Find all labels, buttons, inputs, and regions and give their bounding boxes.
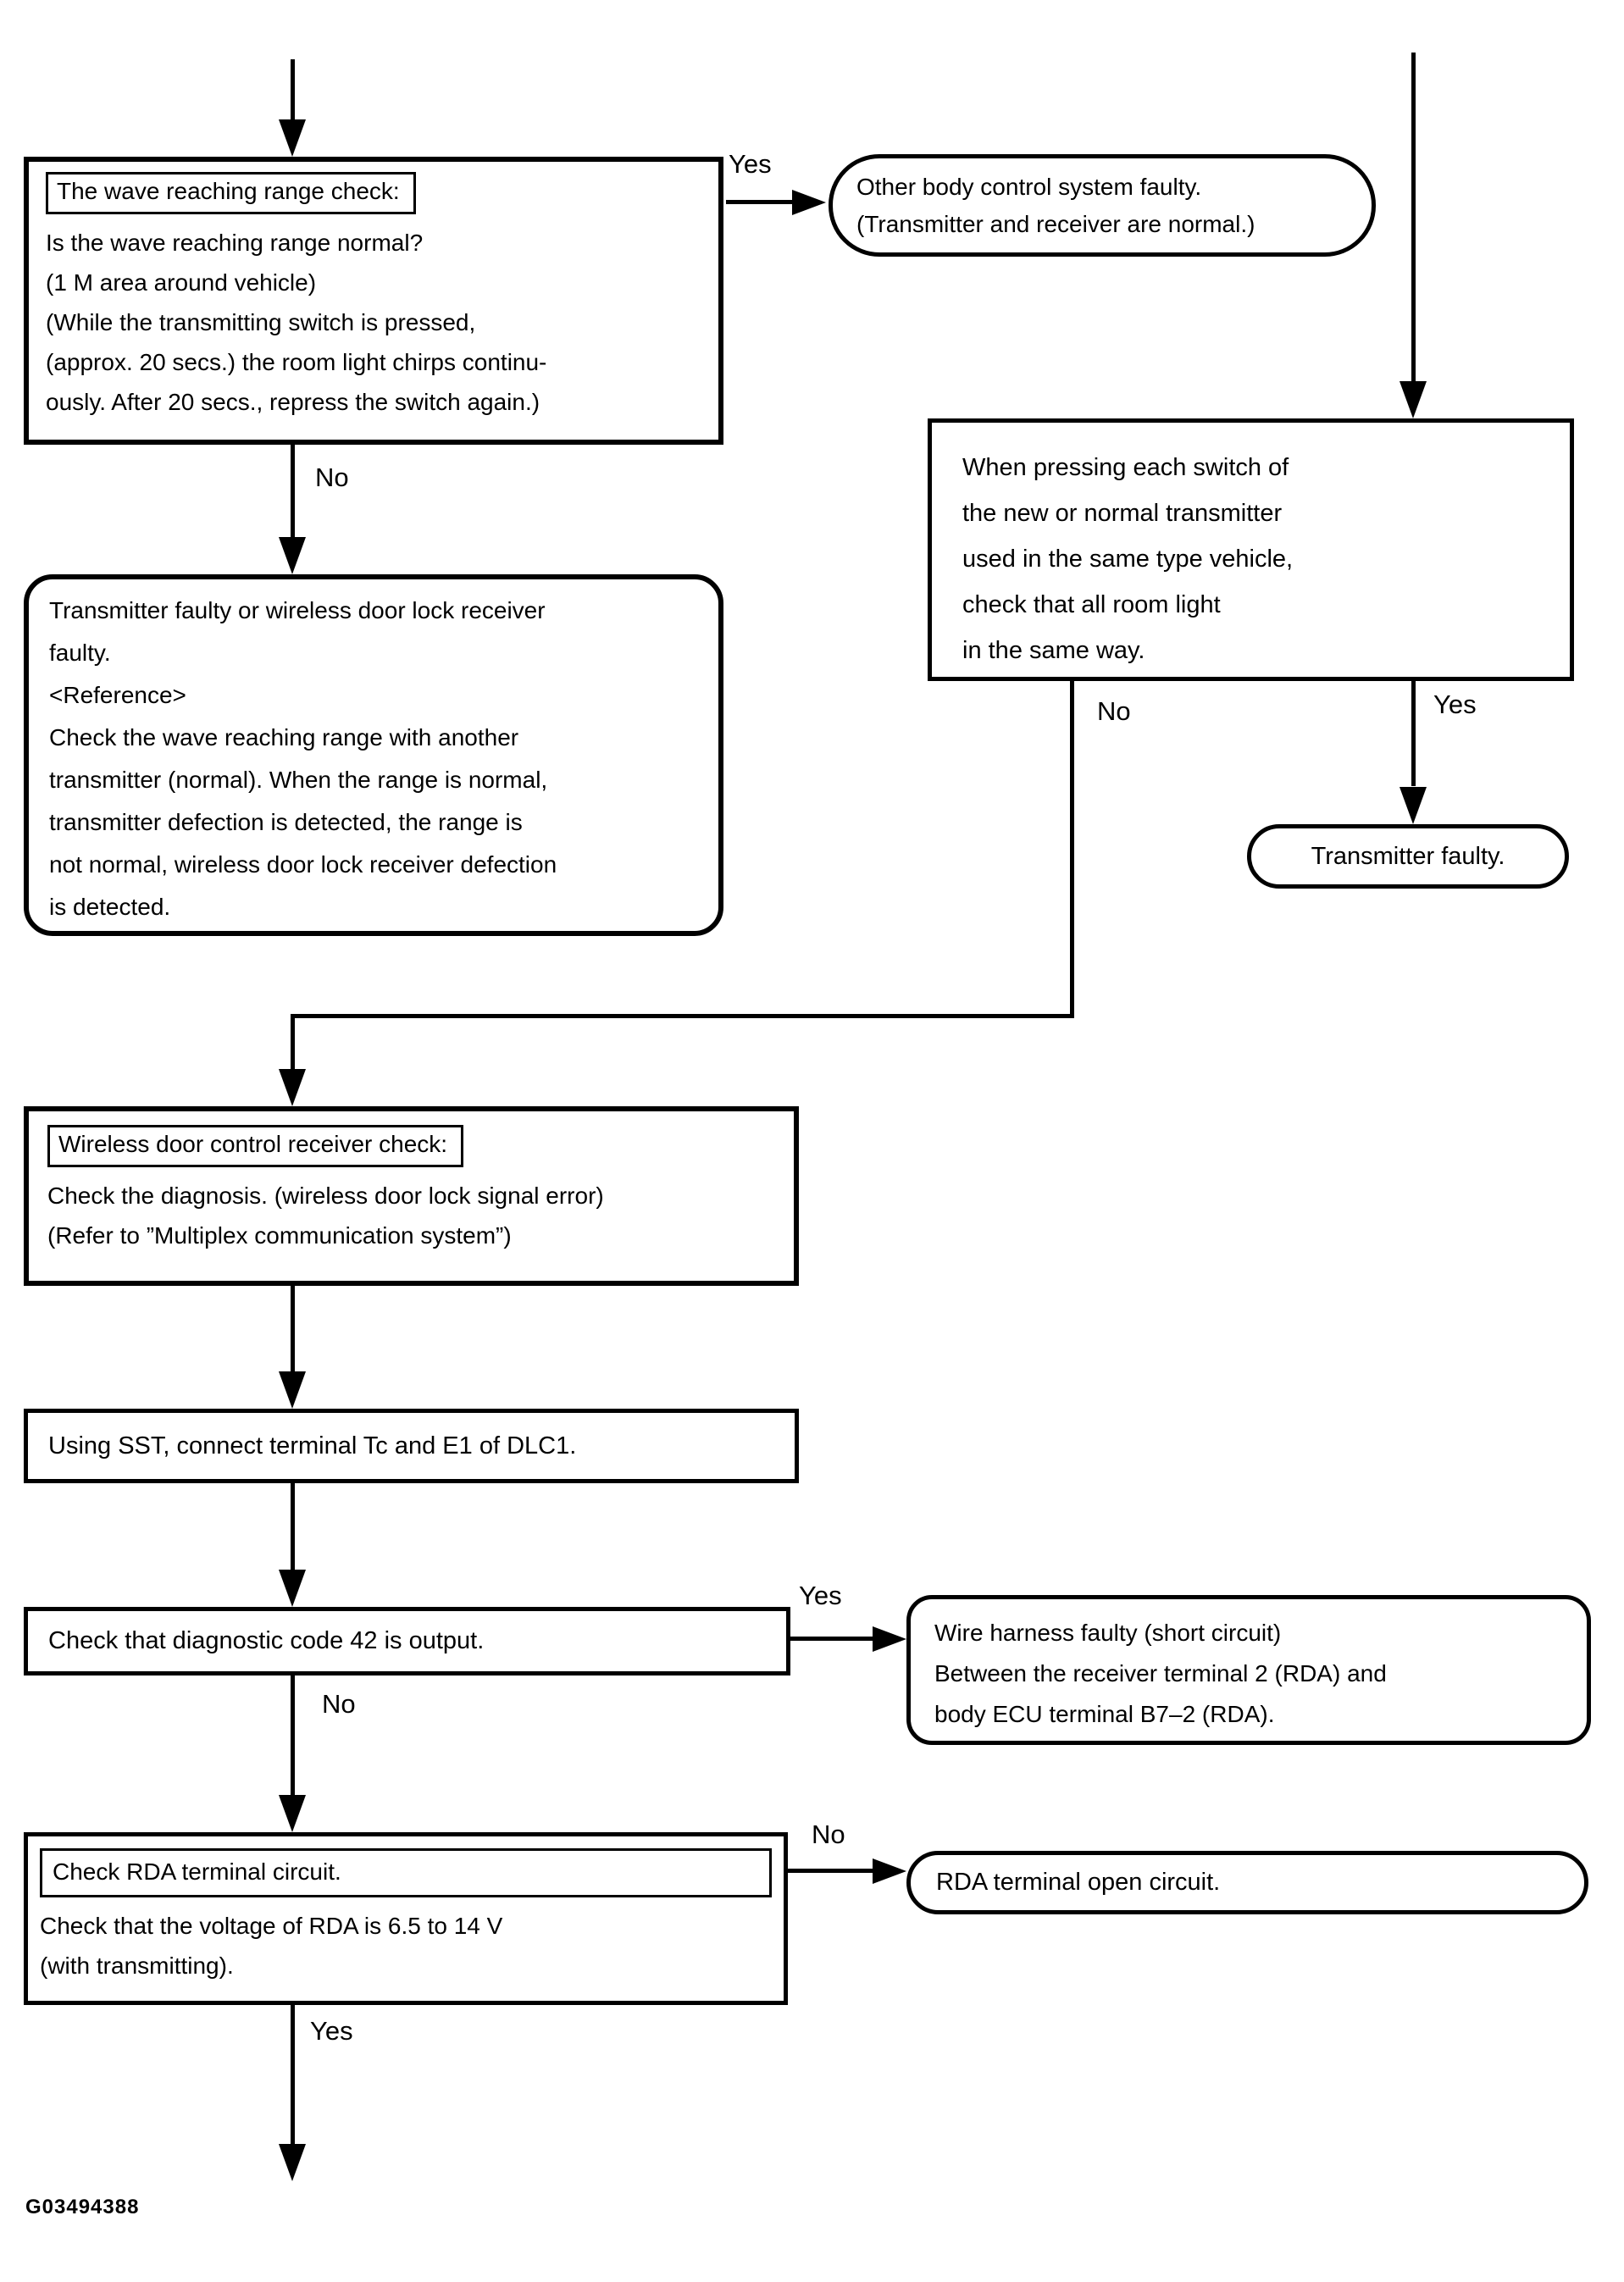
node-body-text: Transmitter faulty or wireless door lock… xyxy=(49,597,557,920)
connector-line xyxy=(291,1014,1074,1018)
connector-line xyxy=(291,2005,295,2146)
terminal-wire-harness-faulty: Wire harness faulty (short circuit)Betwe… xyxy=(906,1595,1591,1745)
terminal-other-body-faulty: Other body control system faulty.(Transm… xyxy=(829,154,1376,257)
connector-line xyxy=(291,1483,295,1571)
edge-label-no: No xyxy=(812,1820,845,1849)
connector-line xyxy=(790,1637,875,1641)
entry-arrowhead-right-icon xyxy=(1400,381,1427,418)
node-body-text: Check the diagnosis. (wireless door lock… xyxy=(47,1183,604,1249)
arrowhead-down-icon xyxy=(279,1570,306,1607)
connector-line xyxy=(1411,681,1416,786)
connector-line xyxy=(788,1869,874,1873)
edge-label-yes: Yes xyxy=(799,1581,842,1610)
terminal-transmitter-receiver-faulty: Transmitter faulty or wireless door lock… xyxy=(24,574,723,936)
node-using-sst: Using SST, connect terminal Tc and E1 of… xyxy=(24,1409,799,1483)
node-body-text: Transmitter faulty. xyxy=(1311,842,1505,870)
connector-line xyxy=(1070,681,1074,1018)
node-body-text: Is the wave reaching range normal?(1 M a… xyxy=(46,230,547,415)
arrowhead-down-icon xyxy=(279,537,306,574)
arrowhead-down-icon xyxy=(1400,787,1427,824)
arrowhead-right-icon xyxy=(792,190,826,215)
arrowhead-down-icon xyxy=(279,1795,306,1832)
node-wave-range-check: The wave reaching range check: Is the wa… xyxy=(24,157,723,445)
node-title-box: The wave reaching range check: xyxy=(46,172,416,214)
node-body-text: Wire harness faulty (short circuit)Betwe… xyxy=(934,1620,1387,1727)
node-wireless-receiver-check: Wireless door control receiver check: Ch… xyxy=(24,1106,799,1286)
entry-arrowhead-icon xyxy=(279,119,306,157)
node-body-text: RDA terminal open circuit. xyxy=(936,1869,1221,1896)
arrowhead-down-icon xyxy=(279,1371,306,1409)
edge-label-yes: Yes xyxy=(729,149,772,179)
entry-connector-line-right xyxy=(1411,53,1416,383)
node-body-text: Other body control system faulty.(Transm… xyxy=(856,173,1255,237)
entry-connector-line xyxy=(291,59,295,127)
node-title-box: Check RDA terminal circuit. xyxy=(40,1848,772,1897)
terminal-rda-open-circuit: RDA terminal open circuit. xyxy=(906,1851,1588,1914)
node-body-text: Check that the voltage of RDA is 6.5 to … xyxy=(40,1913,503,1979)
edge-label-yes: Yes xyxy=(1433,690,1477,719)
connector-line xyxy=(291,1018,295,1071)
figure-id: G03494388 xyxy=(25,2196,140,2218)
connector-line xyxy=(726,200,794,204)
arrowhead-down-icon xyxy=(279,2144,306,2181)
connector-line xyxy=(291,1286,295,1374)
connector-line xyxy=(291,445,295,545)
edge-label-no: No xyxy=(1097,696,1131,726)
arrowhead-right-icon xyxy=(873,1626,906,1652)
arrowhead-right-icon xyxy=(873,1858,906,1884)
node-title-box: Wireless door control receiver check: xyxy=(47,1125,464,1167)
connector-line xyxy=(291,1675,295,1797)
terminal-transmitter-faulty: Transmitter faulty. xyxy=(1247,824,1569,889)
node-body-text: Using SST, connect terminal Tc and E1 of… xyxy=(48,1432,577,1459)
edge-label-no: No xyxy=(322,1689,356,1719)
arrowhead-down-icon xyxy=(279,1069,306,1106)
node-body-text: Check that diagnostic code 42 is output. xyxy=(48,1627,485,1654)
edge-label-yes: Yes xyxy=(310,2016,353,2046)
node-check-rda-terminal: Check RDA terminal circuit. Check that t… xyxy=(24,1832,788,2005)
node-diag-code-42: Check that diagnostic code 42 is output. xyxy=(24,1607,790,1675)
edge-label-no: No xyxy=(315,462,349,492)
